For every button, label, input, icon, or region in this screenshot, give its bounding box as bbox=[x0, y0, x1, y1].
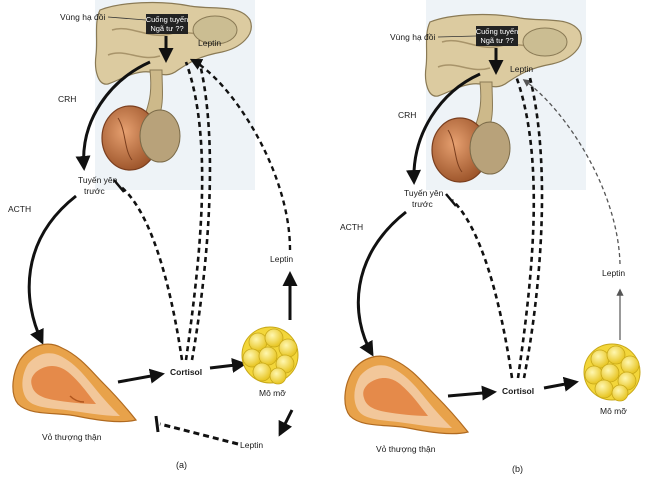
acth-arrow bbox=[29, 196, 76, 342]
anterior-pituitary-label: Tuyến yên bbox=[78, 175, 118, 185]
caption-b: (b) bbox=[512, 464, 523, 474]
fat-cells-icon bbox=[242, 327, 298, 384]
leptin-right-label: Leptin bbox=[602, 268, 625, 278]
stalk-label-bottom: Ngã tư ?? bbox=[150, 24, 183, 33]
crh-label: CRH bbox=[58, 94, 76, 104]
caption-a: (a) bbox=[176, 460, 187, 470]
acth-label: ACTH bbox=[340, 222, 363, 232]
adrenal-gland-icon bbox=[13, 344, 136, 421]
adrenal-cortex-label: Vỏ thượng thận bbox=[376, 444, 436, 454]
acth-arrow bbox=[358, 212, 406, 354]
leptin-right-label: Leptin bbox=[270, 254, 293, 264]
stalk-label-top: Cuống tuyến bbox=[476, 27, 519, 36]
leptin-bottom-label: Leptin bbox=[240, 440, 263, 450]
cortisol-label: Cortisol bbox=[170, 367, 202, 377]
hypothalamus-label: Vùng hạ đồi bbox=[60, 12, 105, 22]
anterior-pituitary-label-2: trước bbox=[412, 199, 433, 209]
adipose-label: Mô mỡ bbox=[600, 406, 627, 416]
cortisol-to-adipose-arrow bbox=[544, 382, 576, 388]
crh-label: CRH bbox=[398, 110, 416, 120]
acth-label: ACTH bbox=[8, 204, 31, 214]
cortisol-label: Cortisol bbox=[502, 386, 534, 396]
stalk-label-bottom: Ngã tư ?? bbox=[480, 36, 513, 45]
adrenal-cortex-label: Vỏ thượng thận bbox=[42, 432, 102, 442]
cortisol-to-adipose-arrow bbox=[210, 364, 244, 368]
adrenal-to-cortisol-arrow bbox=[448, 392, 494, 396]
panel-a: Cuống tuyến Ngã tư ?? Vùng hạ đồi Leptin… bbox=[8, 0, 298, 470]
anterior-pituitary-label-2: trước bbox=[84, 186, 105, 196]
adipose-label: Mô mỡ bbox=[259, 388, 286, 398]
hypothalamus-label: Vùng hạ đồi bbox=[390, 32, 435, 42]
fat-cells-icon bbox=[584, 344, 640, 401]
adipose-to-leptin-down-arrow bbox=[280, 410, 292, 434]
leptin-top-label: Leptin bbox=[510, 64, 533, 74]
stalk-label-top: Cuống tuyến bbox=[146, 15, 189, 24]
adrenal-to-cortisol-arrow bbox=[118, 374, 162, 382]
leptin-top-label: Leptin bbox=[198, 38, 221, 48]
anterior-pituitary-label: Tuyến yên bbox=[404, 188, 444, 198]
cortisol-feedback-pituitary bbox=[120, 186, 182, 360]
panel-b: Cuống tuyến Ngã tư ?? Vùng hạ đồi Leptin… bbox=[340, 0, 640, 474]
leptin-inhibits-adrenal-dashed bbox=[160, 424, 238, 444]
cortisol-feedback-pituitary bbox=[452, 200, 512, 378]
